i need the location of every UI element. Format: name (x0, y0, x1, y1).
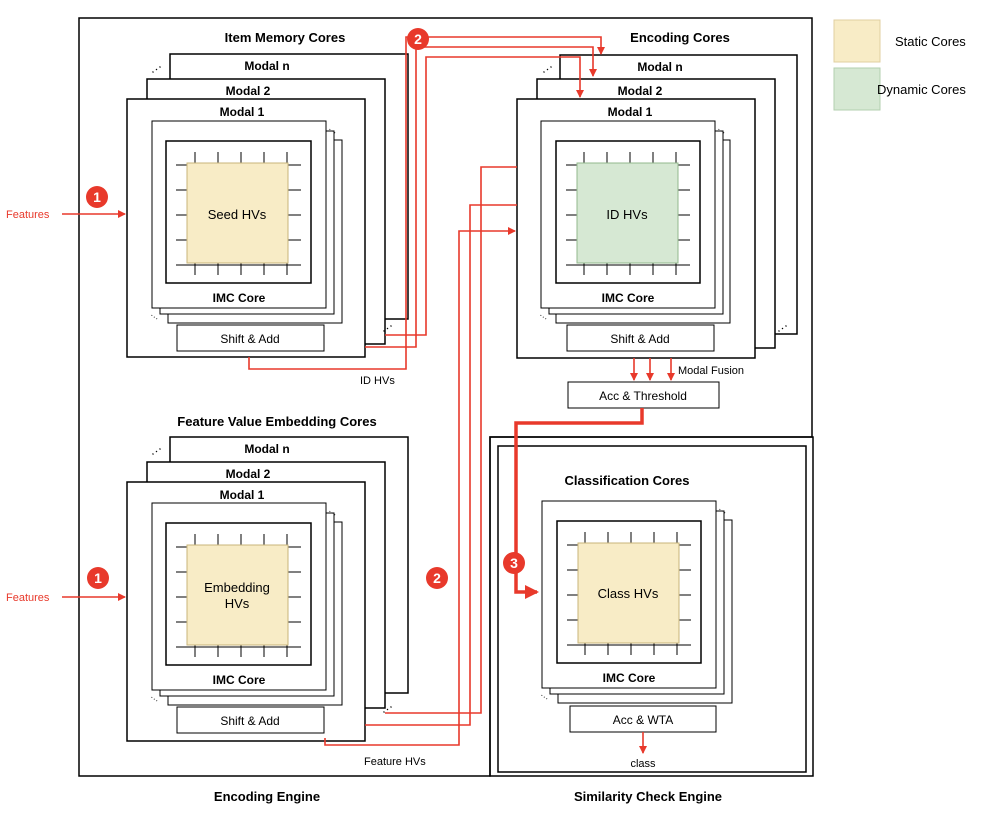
im-ellipsis-icon: ··· (146, 59, 165, 79)
id-hvs-route-label: ID HVs (360, 375, 395, 387)
fv-shift-add-box (176, 706, 325, 734)
id-hvs-core (576, 162, 679, 264)
svg-text:3: 3 (510, 555, 518, 571)
enc-shift-add-box (566, 324, 715, 352)
svg-text:2: 2 (433, 570, 441, 586)
acc-threshold-box (567, 381, 720, 409)
fv-modal-1-label: Modal 1 (220, 488, 265, 502)
class-output-label: class (630, 758, 656, 770)
class-hvs-label: Class HVs (598, 586, 659, 601)
acc-wta-box (569, 705, 717, 733)
feature-value-title: Feature Value Embedding Cores (177, 414, 376, 429)
im-modal-1-label: Modal 1 (220, 105, 265, 119)
fv-imc-core-label: IMC Core (213, 673, 266, 687)
legend-static-swatch (833, 19, 881, 63)
cls-imc-core-label: IMC Core (603, 671, 656, 685)
feature-hvs-route-2 (365, 204, 517, 726)
feature-hvs-route-label: Feature HVs (364, 756, 426, 768)
enc-imc-core-label: IMC Core (602, 291, 655, 305)
svg-text:1: 1 (94, 570, 102, 586)
fv-modal-2-label: Modal 2 (226, 467, 271, 481)
im-features-label: Features (6, 209, 50, 221)
im-shift-add-label: Shift & Add (220, 332, 279, 346)
enc-modal-1-label: Modal 1 (608, 105, 653, 119)
step-badge-classification: 3 (503, 552, 525, 574)
id-hvs-route-3 (385, 56, 584, 336)
encoding-cores: Encoding Cores Modal n Modal 2 Modal 1 ·… (516, 30, 798, 409)
svg-text:2: 2 (414, 31, 422, 47)
modal-fusion-label: Modal Fusion (678, 365, 744, 377)
svg-text:1: 1 (93, 189, 101, 205)
legend-dynamic-swatch (833, 67, 881, 111)
legend-static-label: Static Cores (895, 34, 966, 49)
feature-value-cores: Feature Value Embedding Cores Modal n Mo… (126, 414, 409, 742)
im-modal-n-label: Modal n (244, 59, 289, 73)
id-hvs-route-1 (248, 36, 605, 370)
legend: Static Cores Dynamic Cores (833, 19, 966, 111)
step-badge-encoding: 2 (407, 28, 429, 50)
encoding-cores-title: Encoding Cores (630, 30, 730, 45)
item-memory-title: Item Memory Cores (225, 30, 346, 45)
class-hvs-core (577, 542, 680, 644)
classification-cores: Classification Cores ··· ··· Class HVs I… (538, 473, 733, 770)
step-badge-fv-input: 1 (87, 567, 109, 589)
similarity-engine-frame (489, 436, 814, 777)
id-hvs-label: ID HVs (606, 207, 648, 222)
embedding-hvs-label-1: Embedding (204, 580, 270, 595)
embedding-hvs-core (186, 544, 289, 646)
acc-threshold-label: Acc & Threshold (599, 389, 687, 403)
im-modal-2-label: Modal 2 (226, 84, 271, 98)
encoding-engine-label: Encoding Engine (214, 789, 320, 804)
acc-wta-label: Acc & WTA (613, 713, 673, 727)
feature-hvs-route-1 (324, 227, 516, 746)
cls-dots-icon-2: ··· (538, 690, 551, 703)
seed-hvs-core (186, 162, 289, 264)
classification-title: Classification Cores (565, 473, 690, 488)
seed-hvs-label: Seed HVs (208, 207, 267, 222)
step-badge-im: 1 (86, 186, 108, 208)
fv-shift-add-label: Shift & Add (220, 714, 279, 728)
im-shift-add-box (176, 324, 325, 352)
step-badge-fv-output: 2 (426, 567, 448, 589)
encoded-hv-to-classification-arrow (514, 408, 644, 599)
legend-dynamic-label: Dynamic Cores (877, 82, 966, 97)
enc-modal-2-label: Modal 2 (618, 84, 663, 98)
fv-ellipsis-icon: ··· (146, 441, 165, 461)
similarity-engine-label: Similarity Check Engine (574, 789, 722, 804)
item-memory-cores: Item Memory Cores Modal n Modal 2 Modal … (126, 30, 409, 358)
enc-shift-add-label: Shift & Add (610, 332, 669, 346)
fv-modal-n-label: Modal n (244, 442, 289, 456)
enc-modal-n-label: Modal n (637, 60, 682, 74)
im-imc-core-label: IMC Core (213, 291, 266, 305)
embedding-hvs-label-2: HVs (225, 596, 250, 611)
feature-hvs-route-3 (385, 166, 517, 714)
enc-ellipsis-icon: ··· (537, 59, 556, 79)
fv-features-label: Features (6, 592, 50, 604)
